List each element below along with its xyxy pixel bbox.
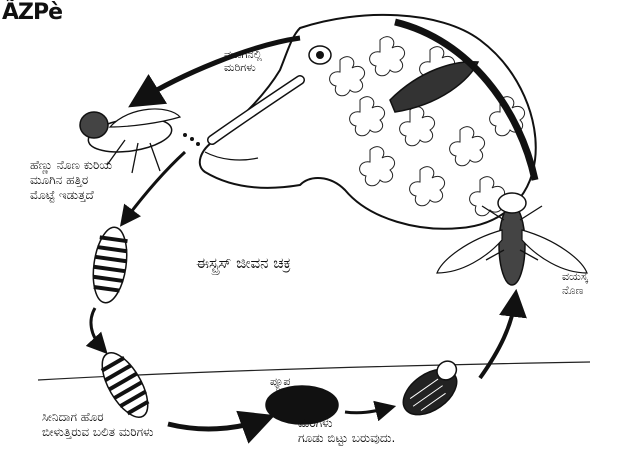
larva-illustration xyxy=(89,225,131,305)
adult-label-line-1: ವಯಸ್ಕ xyxy=(562,270,588,284)
fly-lay-line-1: ಹೆಣ್ಣು ನೊಣ ಕುರಿಯ xyxy=(30,158,112,173)
emerging-label: ಮರಿಗಳು ಗೂಡು ಬಿಟ್ಟು ಬರುವುದು. xyxy=(298,416,395,446)
fly-lay-line-3: ಮೊಟ್ಟೆ ಇಡುತ್ತದೆ xyxy=(30,188,112,203)
ground-label-line-2: ಬೀಳುತ್ತಿರುವ ಬಲಿತ ಮರಿಗಳು xyxy=(42,425,153,440)
emerge-label-line-1: ಮರಿಗಳು xyxy=(298,416,395,431)
emerge-label-line-2: ಗೂಡು ಬಿಟ್ಟು ಬರುವುದು. xyxy=(298,431,395,446)
ground-label-line-1: ಸೀನಿದಾಗ ಹೊರ xyxy=(42,410,153,425)
fallen-larvae-label: ಸೀನಿದಾಗ ಹೊರ ಬೀಳುತ್ತಿರುವ ಬಲಿತ ಮರಿಗಳು xyxy=(42,410,153,440)
arrow-pupa-to-emerging xyxy=(345,408,388,413)
nose-label-line-2: ಮರಿಗಳು xyxy=(224,61,262,74)
arrow-larva-to-ground xyxy=(91,308,102,348)
diagram-title: ಈಸ್ಟ್ರಸ್ ಜೀವನ ಚಕ್ರ xyxy=(196,256,291,271)
adult-fly-label: ವಯಸ್ಕ ನೊಣ xyxy=(562,270,588,298)
corner-mark: ÃZPè xyxy=(2,0,62,26)
nose-label-line-1: ಮೂಗಿನಲ್ಲಿ xyxy=(224,48,262,61)
arrow-ground-to-pupa xyxy=(168,420,262,429)
fly-lay-line-2: ಮೂಗಿನ ಹತ್ತಿರ xyxy=(30,173,112,188)
sheep-head-illustration xyxy=(200,15,536,229)
emerging-fly-illustration xyxy=(395,357,470,424)
fly-laying-eggs-label: ಹೆಣ್ಣು ನೊಣ ಕುರಿಯ ಮೂಗಿನ ಹತ್ತಿರ ಮೊಟ್ಟೆ ಇಡು… xyxy=(30,158,112,203)
nose-larvae-label: ಮೂಗಿನಲ್ಲಿ ಮರಿಗಳು xyxy=(224,48,262,74)
pupa-label: ಪ್ಯೂಪ xyxy=(270,374,290,389)
adult-label-line-2: ನೊಣ xyxy=(562,284,588,298)
arrow-emerging-to-adult xyxy=(480,300,515,378)
